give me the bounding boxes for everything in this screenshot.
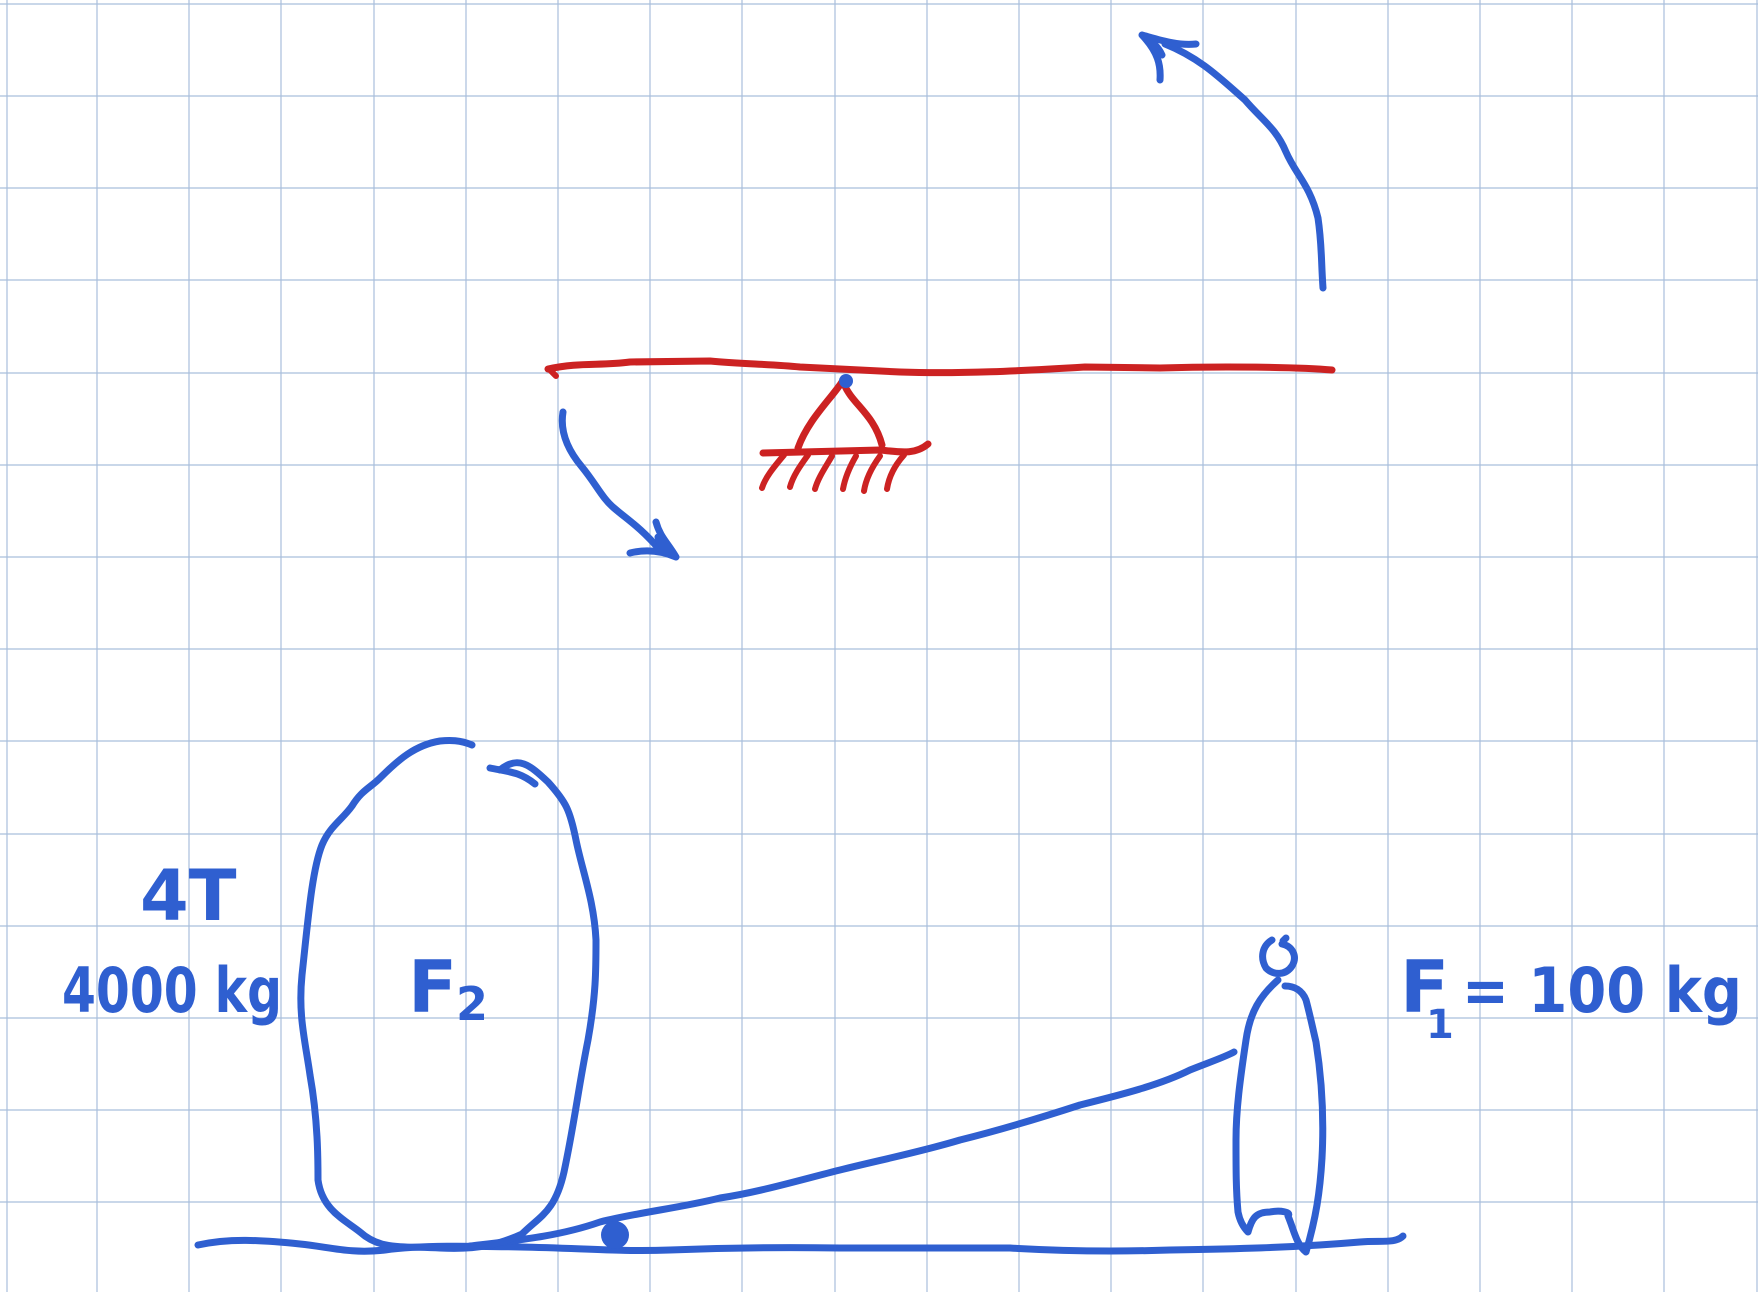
fulcrum-dot-icon <box>601 1221 629 1249</box>
ground-line <box>194 1232 1407 1255</box>
curved-arrow-clockwise-icon <box>558 408 680 561</box>
force-large-subscript: 2 <box>456 977 488 1031</box>
mass-small-label: = 100 kg <box>1462 954 1742 1027</box>
pivot-ground-hatching <box>759 452 907 494</box>
force-large-label: F <box>408 945 457 1029</box>
person-body <box>1232 976 1327 1256</box>
force-small-label: F <box>1400 945 1449 1029</box>
beam-end-tick <box>547 367 559 379</box>
curved-arrow-counterclockwise-icon <box>1138 31 1327 292</box>
stick-person-icon <box>1232 934 1327 1256</box>
mass-tonnes-label: 4T <box>140 855 237 937</box>
lever-plank <box>466 1048 1238 1250</box>
pivot-triangle <box>794 378 886 452</box>
boulder-icon <box>297 737 600 1252</box>
mass-large-label: 4000 kg <box>62 954 282 1027</box>
pivot-support-icon <box>759 378 932 494</box>
person-head <box>1259 934 1298 977</box>
boulder-top-edge <box>486 764 539 788</box>
lever-beam <box>544 357 1336 377</box>
pivot-ground-line <box>759 440 932 457</box>
red-lever-diagram <box>544 357 1336 494</box>
pivot-point <box>839 374 853 388</box>
force-small-subscript: 1 <box>1426 1002 1454 1048</box>
